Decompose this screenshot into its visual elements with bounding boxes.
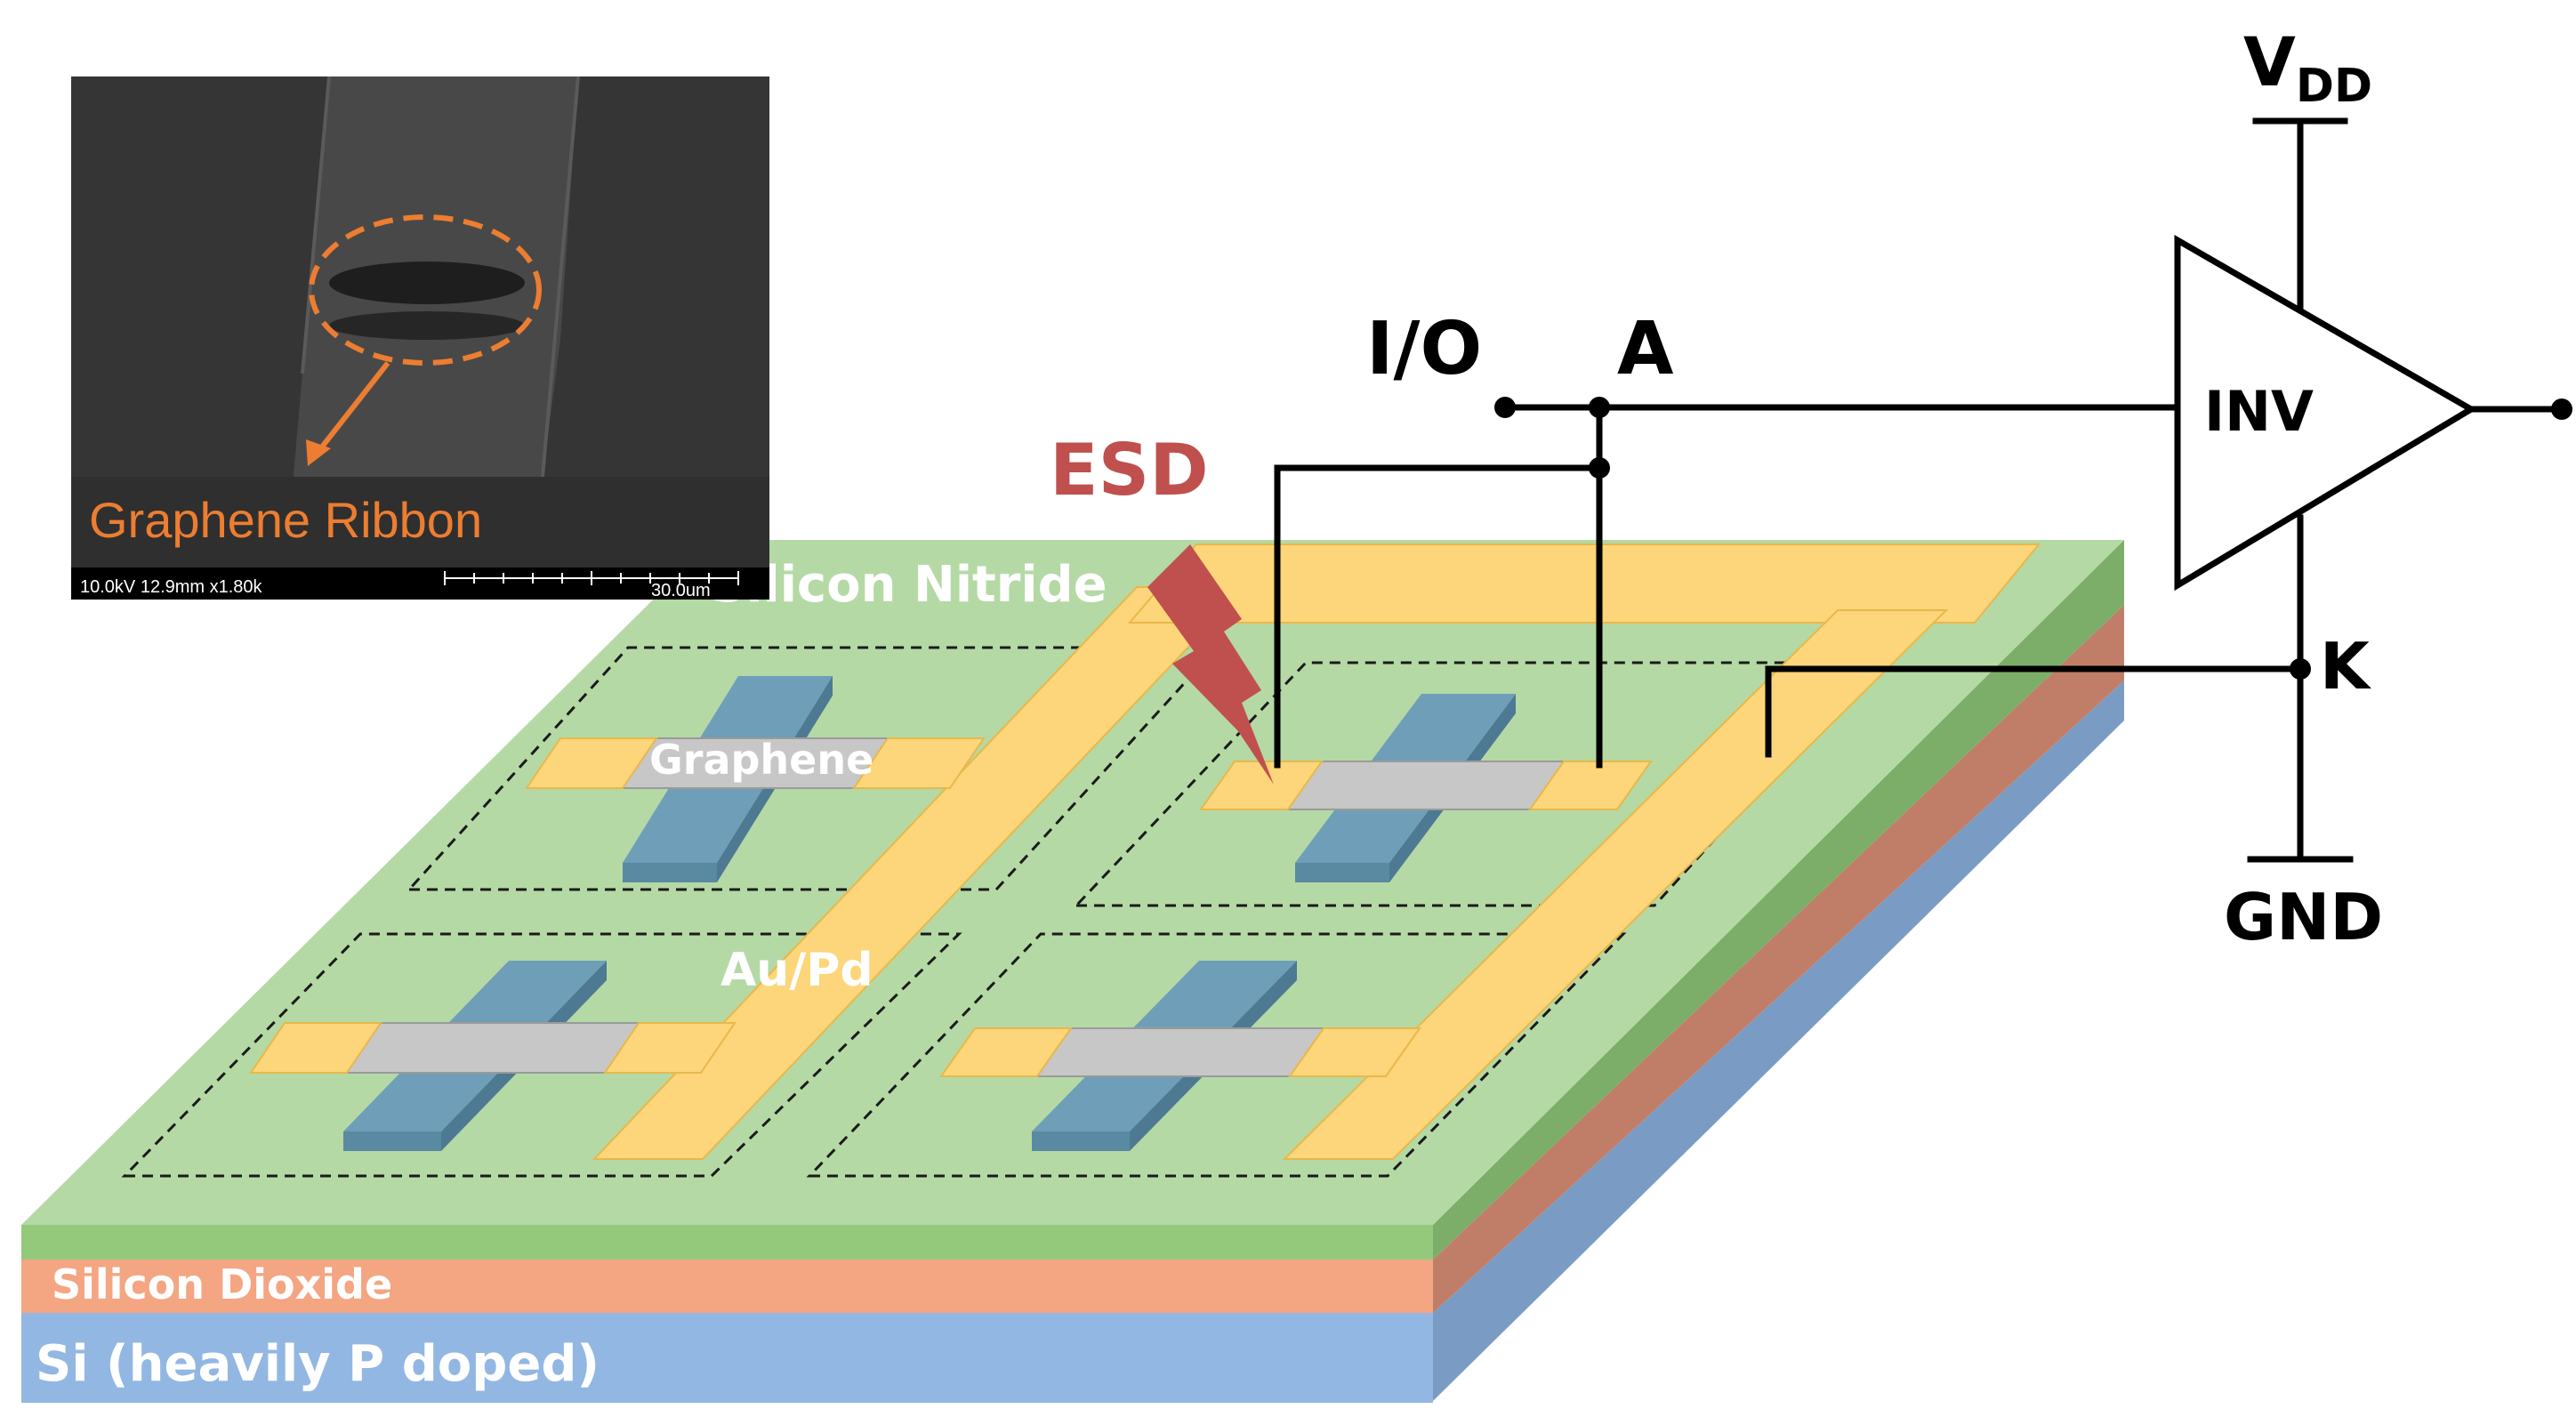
transistor-4 <box>939 961 1421 1151</box>
inverter-symbol <box>2174 234 2477 592</box>
sem-bottom-strip <box>71 477 769 569</box>
gate-bar-front <box>623 863 717 882</box>
transistor-1 <box>525 676 986 882</box>
sem-info-bar <box>71 568 769 600</box>
sem-electrode-left <box>71 76 329 477</box>
sem-ribbon-dark-band <box>329 262 525 304</box>
node-k-wire <box>1765 665 2304 758</box>
sem-scale-bar <box>444 571 739 585</box>
source-contact <box>1199 761 1324 810</box>
silicon-front-face <box>21 1313 1433 1403</box>
io-label: I/O <box>1366 307 1482 391</box>
nitride-side-face <box>1433 540 2124 1260</box>
sem-highlight-ellipse <box>309 214 542 366</box>
metal-line-right <box>1282 609 1949 1160</box>
sem-edge-line <box>541 76 580 478</box>
drain-contact <box>852 737 986 789</box>
drain-contact <box>1288 1027 1421 1077</box>
sem-ribbon-dark-band <box>329 311 525 340</box>
sem-scale-text: 30.0um <box>651 581 711 600</box>
junction-dots <box>1494 397 2572 680</box>
io-terminal-dot <box>1494 397 1516 418</box>
device-region-4 <box>806 932 1627 1178</box>
silicon-nitride-label: Silicon Nitride <box>710 556 1107 614</box>
vdd-subscript: DD <box>2296 60 2372 113</box>
gnd-label: GND <box>2224 880 2383 954</box>
silicon-label: Si (heavily P doped) <box>36 1335 600 1393</box>
device-region-2 <box>1073 661 1879 907</box>
sem-edge-line <box>301 76 331 374</box>
au-pd-label: Au/Pd <box>720 944 873 997</box>
esd-tap-wire <box>1274 464 1603 769</box>
device-region-3 <box>121 932 962 1178</box>
vdd-label: VDD <box>2243 22 2372 113</box>
transistor-2 <box>1199 694 1653 882</box>
node-k-dot <box>2290 658 2311 680</box>
source-contact <box>939 1027 1073 1077</box>
sem-arrow-head-icon <box>306 439 331 466</box>
nitride-front-face <box>21 1225 1433 1260</box>
transistor-3 <box>249 961 737 1151</box>
oxide-side-face <box>1433 605 2124 1313</box>
sem-pointer-arrow <box>314 361 390 455</box>
circuit-wires <box>1274 117 2565 863</box>
node-k-label: K <box>2320 629 2371 704</box>
sem-electrode-right <box>543 76 769 477</box>
silicon-side-face <box>1433 680 2124 1401</box>
drain-contact <box>603 1022 737 1074</box>
esd-tap-dot <box>1589 457 1610 479</box>
silicon-dioxide-label: Silicon Dioxide <box>52 1260 392 1308</box>
sem-inset: Graphene Ribbon 10.0kV 12.9mm x1.80k 30.… <box>71 76 769 600</box>
graphene-label: Graphene <box>649 736 873 784</box>
node-a-label: A <box>1617 307 1674 391</box>
oxide-front-face <box>21 1260 1433 1313</box>
output-terminal-dot <box>2551 399 2572 420</box>
drain-contact <box>1528 761 1653 810</box>
source-contact <box>249 1022 382 1074</box>
vdd-main: V <box>2243 22 2296 101</box>
source-contact <box>525 737 658 789</box>
gate-bar-front <box>1032 1131 1130 1151</box>
sem-info-text: 10.0kV 12.9mm x1.80k <box>80 577 263 597</box>
node-a-dot <box>1589 397 1610 418</box>
sem-graphene-ribbon-label: Graphene Ribbon <box>89 492 482 548</box>
inverter-label: INV <box>2204 379 2314 444</box>
gate-bar-front <box>1295 863 1389 882</box>
esd-lightning-icon <box>1147 544 1274 785</box>
au-pd-interconnect <box>592 543 2041 1160</box>
esd-label: ESD <box>1050 429 1209 511</box>
gate-bar-front <box>343 1131 441 1151</box>
